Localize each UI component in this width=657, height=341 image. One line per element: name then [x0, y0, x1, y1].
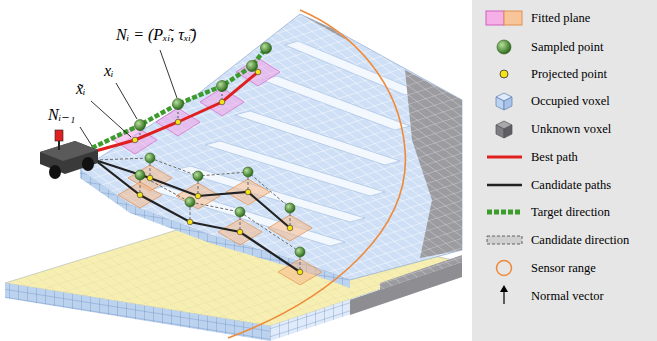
svg-circle	[497, 40, 511, 54]
math-label: Nᵢ₋₁	[48, 106, 75, 124]
math-label: Nᵢ = (Pₓ̃ᵢ, τₓ̃ᵢ)	[116, 26, 196, 44]
legend-text: Target direction	[531, 205, 610, 220]
robot	[40, 130, 98, 179]
svg-circle	[261, 43, 272, 54]
svg-circle	[185, 197, 195, 207]
svg-circle	[147, 175, 153, 181]
sampled-points	[135, 43, 306, 258]
legend-text: Projected point	[531, 67, 607, 82]
svg-line	[116, 83, 137, 119]
target-direction	[92, 48, 266, 148]
svg-ellipse	[82, 157, 94, 171]
projection-lines	[140, 66, 252, 137]
svg-polygon	[496, 125, 504, 138]
svg-circle	[243, 167, 253, 177]
svg-path	[95, 160, 300, 272]
legend-text: Sampled point	[531, 40, 604, 55]
svg-circle	[173, 99, 184, 110]
legend-text: Normal vector	[531, 289, 604, 304]
svg-polygon	[405, 70, 462, 258]
sensor-range	[228, 10, 405, 338]
svg-circle	[193, 171, 203, 181]
svg-circle	[217, 81, 228, 92]
svg-circle	[285, 203, 295, 213]
candidate-directions	[95, 158, 300, 272]
svg-polygon	[300, 14, 350, 42]
svg-circle	[187, 219, 193, 225]
svg-circle	[497, 261, 512, 276]
svg-circle	[297, 269, 303, 275]
best-path	[92, 72, 258, 152]
svg-ellipse	[49, 165, 61, 179]
svg-line	[503, 290, 504, 304]
svg-line	[80, 127, 92, 146]
svg-rect	[55, 130, 63, 141]
svg-line	[487, 156, 522, 159]
svg-circle	[500, 70, 508, 78]
svg-circle	[255, 69, 261, 75]
svg-circle	[235, 207, 245, 217]
svg-line	[487, 184, 522, 187]
svg-circle	[219, 99, 225, 105]
legend-text: Best path	[531, 150, 578, 165]
svg-polygon	[175, 166, 365, 222]
leader-lines	[80, 50, 177, 146]
svg-polygon	[40, 141, 98, 174]
legend-text: Occupied voxel	[531, 94, 610, 109]
svg-circle	[132, 137, 138, 143]
svg-circle	[135, 120, 146, 131]
svg-circle	[137, 192, 143, 198]
svg-circle	[195, 193, 201, 199]
svg-line	[58, 140, 60, 150]
legend-text: Candidate direction	[531, 233, 629, 248]
svg-circle	[295, 247, 305, 257]
svg-rect	[487, 236, 522, 244]
svg-path	[95, 160, 300, 252]
legend-text: Candidate paths	[531, 178, 611, 193]
svg-polygon	[113, 126, 157, 154]
svg-polygon	[500, 285, 508, 292]
svg-polygon	[504, 97, 512, 110]
svg-circle	[287, 225, 293, 231]
svg-circle	[135, 170, 145, 180]
candidate-paths	[95, 160, 300, 272]
svg-rect	[504, 11, 522, 25]
svg-line	[91, 101, 131, 137]
svg-rect	[472, 0, 657, 341]
svg-circle	[145, 153, 155, 163]
svg-path	[95, 160, 290, 228]
legend-text: Fitted plane	[531, 11, 590, 26]
fitted-planes	[113, 58, 322, 285]
svg-circle	[245, 189, 251, 195]
svg-polygon	[5, 283, 270, 341]
svg-polygon	[504, 125, 512, 138]
svg-polygon	[496, 97, 504, 110]
svg-line	[487, 210, 522, 215]
svg-circle	[175, 119, 181, 125]
projected-points	[132, 69, 303, 275]
legend-text: Unknown voxel	[531, 122, 611, 137]
svg-polygon	[80, 170, 350, 288]
math-label: xᵢ	[104, 62, 114, 80]
svg-rect	[486, 11, 504, 25]
svg-polygon	[285, 41, 418, 95]
math-label: x̃ᵢ	[76, 80, 86, 98]
svg-circle	[237, 229, 243, 235]
svg-line	[160, 50, 177, 98]
legend-text: Sensor range	[531, 261, 596, 276]
